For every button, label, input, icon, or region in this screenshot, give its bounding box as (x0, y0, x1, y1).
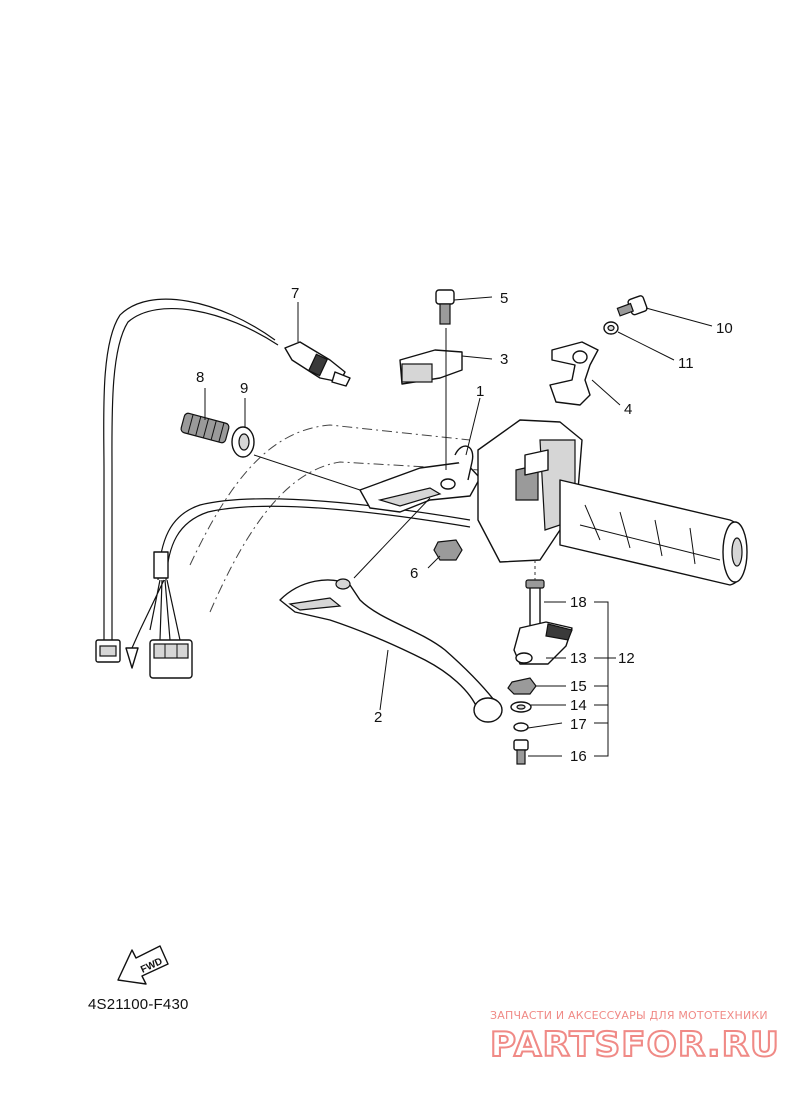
callout-14: 14 (570, 697, 587, 714)
handlebar-outline (189, 424, 481, 613)
part-1-lever-holder (359, 445, 481, 513)
part-8-adjuster (180, 412, 230, 444)
callout-labels: 7 5 3 10 11 8 9 1 4 6 18 13 12 15 14 17 … (196, 285, 733, 765)
part-5-screw (435, 289, 455, 325)
part-17-spring-washer (513, 722, 529, 732)
switch-wiring-harness (131, 498, 471, 649)
part-4-clamp (549, 341, 599, 406)
part-7-clutch-switch (284, 341, 351, 387)
callout-7: 7 (291, 285, 299, 302)
callout-2: 2 (374, 709, 382, 726)
leader-lines (204, 296, 713, 757)
part-15-nut (507, 677, 537, 695)
clutch-switch-cable (103, 298, 279, 640)
fwd-arrow-icon: FWD (117, 945, 169, 985)
right-connector (149, 639, 193, 679)
watermark-logo: PARTSFOR.RU (489, 1024, 780, 1062)
callout-13: 13 (570, 650, 587, 667)
watermark-logo-text: PARTSFOR.RU (490, 1025, 780, 1062)
callout-16: 16 (570, 748, 587, 765)
callout-1: 1 (476, 383, 484, 400)
diagram-reference-code: 4S21100-F430 (88, 996, 189, 1013)
callout-12: 12 (618, 650, 635, 667)
part-13-bracket (513, 621, 573, 665)
part-10-screw (616, 295, 648, 317)
callout-3: 3 (500, 351, 508, 368)
handlebar-grip (559, 479, 748, 586)
callout-17: 17 (570, 716, 587, 733)
callout-11: 11 (678, 355, 694, 372)
part-6-nut (433, 539, 463, 561)
part-3-switch-clamp (399, 349, 463, 385)
watermark-caption: ЗАПЧАСТИ И АКСЕССУАРЫ ДЛЯ МОТОТЕХНИКИ (490, 1009, 768, 1022)
callout-5: 5 (500, 290, 508, 307)
callout-6: 6 (410, 565, 418, 582)
callout-18: 18 (570, 594, 587, 611)
part-9-locknut (231, 426, 255, 458)
callout-10: 10 (716, 320, 733, 337)
part-14-washer (510, 701, 532, 713)
part-16-screw (513, 739, 529, 765)
callout-4: 4 (624, 401, 632, 418)
part-18-bolt (525, 579, 545, 629)
callout-8: 8 (196, 369, 204, 386)
part-2-clutch-lever (279, 578, 503, 723)
pointed-terminal (125, 647, 139, 669)
part-11-washer (603, 321, 619, 335)
left-connector (95, 639, 121, 663)
callout-15: 15 (570, 678, 587, 695)
callout-9: 9 (240, 380, 248, 397)
